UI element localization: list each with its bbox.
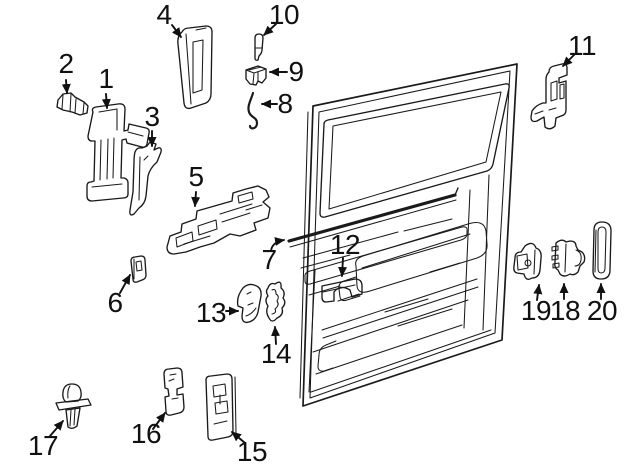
leader-arrow-12 xyxy=(338,257,347,277)
callout-14: 14 xyxy=(260,338,292,369)
leader-arrow-5 xyxy=(191,191,201,207)
leader-arrow-4 xyxy=(171,24,182,38)
part-11-striker-bracket xyxy=(530,63,568,130)
part-6-clip xyxy=(130,255,147,283)
part-14-gasket xyxy=(265,281,286,322)
leader-arrow-11 xyxy=(562,54,575,67)
callout-15: 15 xyxy=(236,436,268,467)
leader-arrow-1 xyxy=(101,93,111,109)
leader-arrow-2 xyxy=(61,79,71,94)
callout-11: 11 xyxy=(567,30,597,61)
part-1-door-handle xyxy=(86,103,150,202)
callout-12: 12 xyxy=(329,229,361,260)
part-2-lock-cylinder xyxy=(56,92,89,116)
part-10-striker-pin xyxy=(254,33,264,61)
leader-arrow-19 xyxy=(533,284,543,301)
part-4-guide-cover xyxy=(177,25,213,110)
leader-arrow-17 xyxy=(49,420,64,437)
leader-arrow-7 xyxy=(270,237,285,252)
part-3-bracket xyxy=(129,141,162,216)
callout-7: 7 xyxy=(261,244,277,275)
leader-arrow-10 xyxy=(263,23,277,36)
leader-arrow-6 xyxy=(119,274,131,294)
callout-16: 16 xyxy=(130,418,162,449)
callout-4: 4 xyxy=(156,0,172,30)
part-9-wedge-block xyxy=(245,65,267,86)
door-panel-drawing xyxy=(287,63,518,407)
callout-18: 18 xyxy=(549,295,581,326)
callout-8: 8 xyxy=(277,88,293,119)
leader-arrows xyxy=(49,23,606,444)
part-19-roller-guide xyxy=(513,242,542,280)
part-16-guide-block xyxy=(163,367,185,416)
callout-9: 9 xyxy=(288,56,304,87)
part-20-wedge-pad xyxy=(592,221,612,280)
part-17-push-clip xyxy=(55,383,92,429)
part-18-roller-bumper xyxy=(551,239,586,277)
part-5-latch-assembly xyxy=(166,185,271,255)
part-12-inside-handle xyxy=(321,278,363,303)
callout-3: 3 xyxy=(144,101,160,132)
callout-13: 13 xyxy=(195,297,227,328)
callout-10: 10 xyxy=(268,0,300,30)
part-8-lock-rod xyxy=(247,91,259,130)
callout-20: 20 xyxy=(586,295,618,326)
callout-1: 1 xyxy=(98,63,114,94)
leader-arrow-15 xyxy=(231,431,246,444)
part-15-channel-bracket xyxy=(205,373,237,441)
part-13-shield xyxy=(236,283,262,324)
callout-2: 2 xyxy=(58,48,74,79)
callout-19: 19 xyxy=(520,295,552,326)
leader-arrow-14 xyxy=(271,326,281,345)
callout-6: 6 xyxy=(107,287,123,318)
part-7-belt-weatherstrip xyxy=(287,187,459,248)
callout-5: 5 xyxy=(188,161,204,192)
leader-arrow-16 xyxy=(152,412,166,430)
callout-17: 17 xyxy=(27,430,59,461)
